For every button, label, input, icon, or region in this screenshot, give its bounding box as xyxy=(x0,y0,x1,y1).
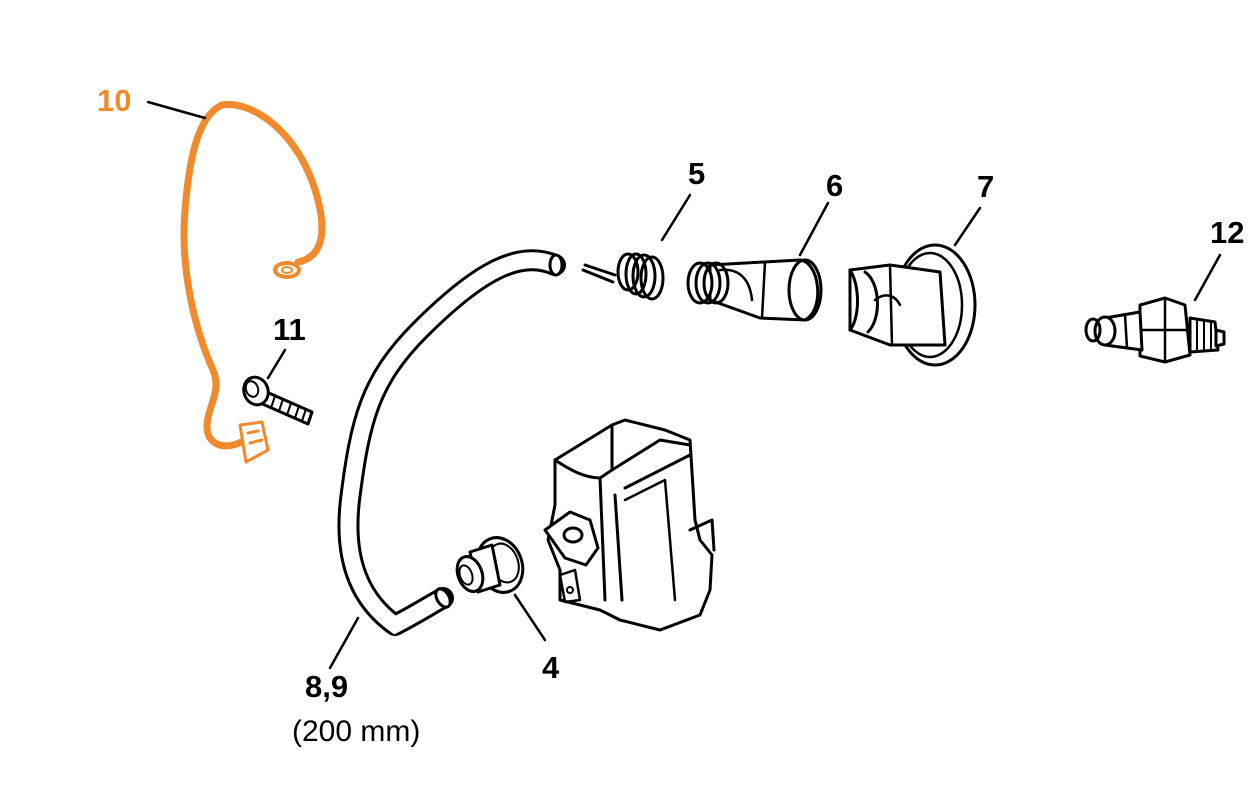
part-6-spark-plug-boot[interactable] xyxy=(686,258,823,322)
part-4-grommet[interactable] xyxy=(453,531,531,599)
leader-line-6 xyxy=(798,201,830,257)
leader-line-10 xyxy=(146,100,207,120)
label-11: 11 xyxy=(273,312,306,347)
label-7: 7 xyxy=(977,169,994,204)
ignition-module xyxy=(543,418,716,632)
label-5: 5 xyxy=(688,156,705,191)
leader-line-8-9 xyxy=(328,616,360,670)
part-12-spark-plug[interactable] xyxy=(1084,296,1226,364)
label-12: 12 xyxy=(1210,215,1244,250)
label-4: 4 xyxy=(542,650,560,685)
leader-line-11 xyxy=(266,348,287,380)
leader-line-4 xyxy=(513,593,547,642)
part-11-screw[interactable] xyxy=(240,374,314,426)
label-10: 10 xyxy=(97,83,131,118)
part-10-ground-wire[interactable] xyxy=(180,100,326,464)
label-hose-length: (200 mm) xyxy=(292,715,420,748)
leader-line-5 xyxy=(660,193,692,242)
label-6: 6 xyxy=(826,168,843,203)
leader-line-7 xyxy=(953,206,982,247)
part-5-spring[interactable] xyxy=(581,252,665,301)
part-8-9-hose[interactable] xyxy=(337,249,566,636)
leader-line-12 xyxy=(1193,253,1222,302)
part-7-spark-plug-cap[interactable] xyxy=(848,243,977,367)
label-8-9: 8,9 xyxy=(305,669,348,704)
